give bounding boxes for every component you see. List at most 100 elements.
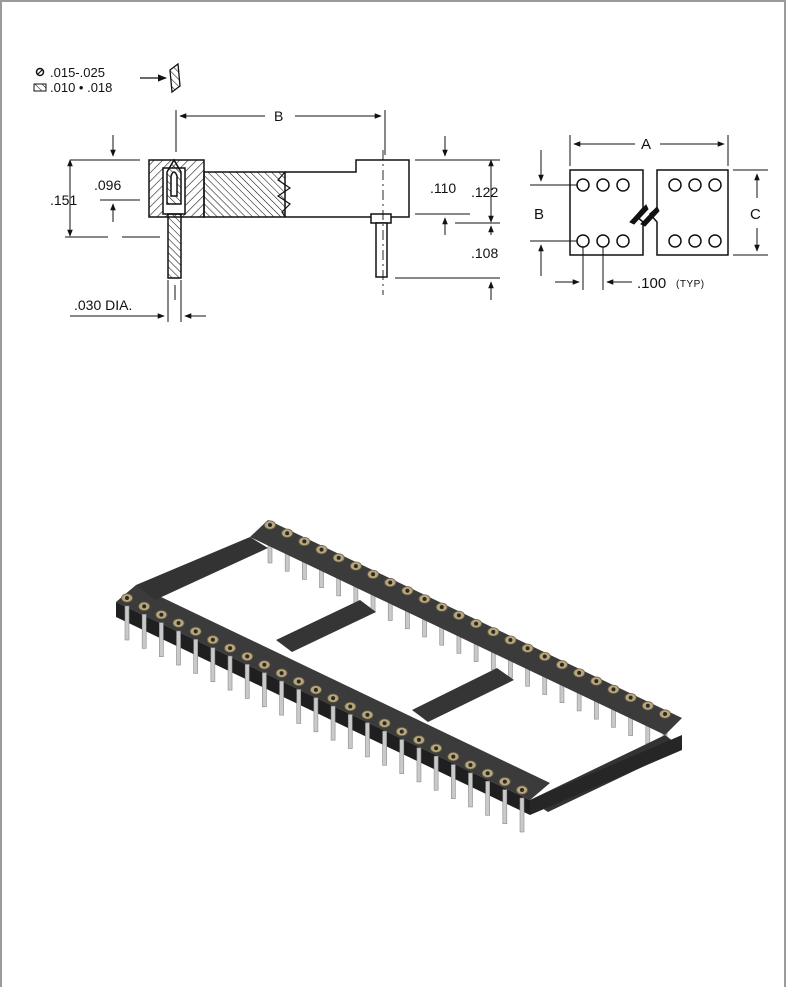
contact-hole xyxy=(508,638,513,643)
top-dim-a-label: A xyxy=(641,136,651,153)
contact-hole xyxy=(559,662,564,667)
contact-hole xyxy=(611,687,616,692)
contact-hole xyxy=(382,721,387,726)
socket-pin xyxy=(330,705,336,741)
dim-110-label: .110 xyxy=(430,180,456,196)
contact-hole xyxy=(353,564,358,569)
contact-hole xyxy=(313,687,318,692)
contact-hole xyxy=(468,762,473,767)
socket-pin xyxy=(296,689,302,724)
socket-pin xyxy=(176,630,181,666)
contact-hole xyxy=(319,547,324,552)
socket-pin xyxy=(382,730,387,766)
contact-hole xyxy=(485,771,490,776)
socket-pin xyxy=(347,714,353,749)
socket-pin xyxy=(210,647,216,683)
contact-hole xyxy=(439,605,444,610)
square-pin-range-label: .010 • .018 xyxy=(50,80,112,95)
contact-hole xyxy=(210,637,215,642)
dim-151-label: .151 xyxy=(50,192,77,208)
side-section-view xyxy=(65,110,500,322)
contact-hole xyxy=(159,612,164,617)
socket-pin xyxy=(262,672,267,708)
contact-hole xyxy=(125,596,129,600)
pin-tip-icon xyxy=(169,62,181,94)
cross-bar-1 xyxy=(276,600,376,652)
contact-hole xyxy=(193,629,198,634)
contact-hole xyxy=(542,654,547,659)
socket-pin xyxy=(485,781,490,816)
socket-pin xyxy=(416,747,422,783)
cross-bar-2 xyxy=(412,668,514,722)
contact-hole xyxy=(228,646,233,651)
socket-pin xyxy=(124,605,130,641)
contact-hole xyxy=(405,588,410,593)
contact-hole xyxy=(663,712,667,716)
contact-hole xyxy=(645,703,650,708)
contact-hole xyxy=(491,629,496,634)
round-pin-range-label: .015-.025 xyxy=(50,65,105,80)
contact-hole xyxy=(456,613,461,618)
socket-pin xyxy=(502,789,508,824)
contact-hole xyxy=(388,580,393,585)
socket-pin xyxy=(433,755,439,791)
contact-hole xyxy=(422,596,427,601)
top-dim-c-label: C xyxy=(750,206,761,223)
socket-pin xyxy=(141,614,147,649)
contact-hole xyxy=(296,679,301,684)
left-rail-top xyxy=(116,585,550,800)
socket-3d-render xyxy=(116,520,682,833)
contact-hole xyxy=(336,555,341,560)
contact-hole xyxy=(331,696,336,701)
pin-legend: .015-.025 .010 • .018 xyxy=(33,62,181,95)
contact-hole xyxy=(176,621,181,626)
socket-pin xyxy=(468,772,473,808)
contact-hole xyxy=(142,604,147,609)
top-dim-b-label: B xyxy=(534,206,544,223)
socket-pin xyxy=(519,797,525,833)
contact-hole xyxy=(451,754,456,759)
pitch-note-label: (TYP) xyxy=(676,279,705,290)
contact-hole xyxy=(525,646,530,651)
contact-hole xyxy=(302,539,307,544)
contact-hole xyxy=(348,704,353,709)
socket-pin xyxy=(159,622,164,657)
socket-pins-front xyxy=(124,605,525,833)
pitch-label: .100 xyxy=(637,275,666,292)
round-pin-icon xyxy=(35,67,45,77)
top-footprint-view xyxy=(530,135,768,290)
right-rail-top xyxy=(250,520,682,735)
contact-hole xyxy=(371,572,376,577)
contact-hole xyxy=(577,670,582,675)
left-rail-side xyxy=(116,602,530,815)
contact-hole xyxy=(268,523,272,527)
end-bar-back xyxy=(136,537,268,600)
square-pin-icon xyxy=(33,83,47,92)
socket-pin xyxy=(365,722,370,758)
dim-122-label: .122 xyxy=(471,184,498,200)
contact-hole xyxy=(502,779,507,784)
side-dim-b-label: B xyxy=(274,108,283,124)
contact-hole xyxy=(245,654,250,659)
socket-pin xyxy=(279,680,284,716)
contact-hole xyxy=(279,671,284,676)
contact-hole xyxy=(520,788,524,792)
contact-hole xyxy=(594,679,599,684)
dim-108-label: .108 xyxy=(471,245,498,261)
front-end-side xyxy=(530,735,682,815)
contact-hole xyxy=(416,737,421,742)
contact-hole xyxy=(285,531,290,536)
contact-hole xyxy=(365,712,370,717)
socket-pin xyxy=(244,664,250,699)
socket-pin xyxy=(227,655,233,691)
socket-pin xyxy=(399,739,405,774)
contact-hole xyxy=(434,746,439,751)
contact-hole xyxy=(399,729,404,734)
contact-hole xyxy=(474,621,479,626)
socket-pin xyxy=(193,639,198,674)
socket-pin xyxy=(451,764,456,799)
contact-hole xyxy=(628,695,633,700)
dim-096-label: .096 xyxy=(94,177,121,193)
